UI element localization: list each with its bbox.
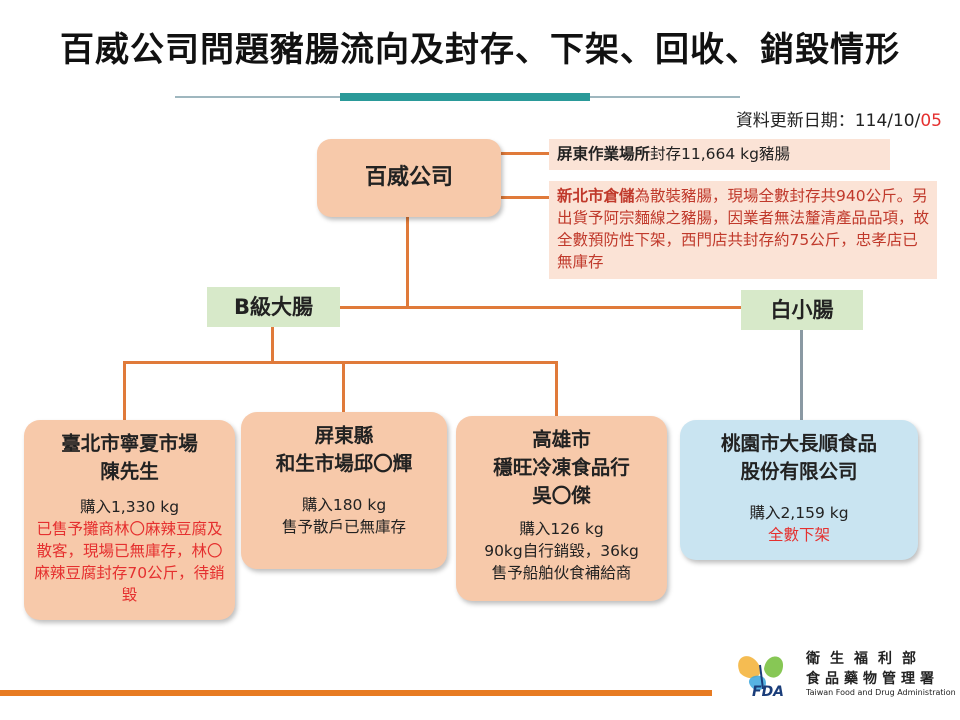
note-new-taipei-warehouse: 新北市倉儲為散裝豬腸，現場全數封存共940公斤。另出貨予阿宗麵線之豬腸，因業者無… xyxy=(549,181,937,279)
update-date: 資料更新日期：114/10/05 xyxy=(736,106,942,131)
note-pingtung-site-label: 屏東作業場所 xyxy=(557,145,651,163)
node-name-line: 吳〇傑 xyxy=(532,484,591,507)
footer-bar xyxy=(0,690,712,696)
node-name-line: 臺北市寧夏市場 xyxy=(61,432,198,455)
node-name-line: 和生市場邱〇輝 xyxy=(275,452,413,475)
page-title: 百威公司問題豬腸流向及封存、下架、回收、銷毀情形 xyxy=(60,30,900,70)
title-divider-accent xyxy=(340,93,590,101)
note-pingtung-site: 屏東作業場所封存11,664 kg豬腸 xyxy=(549,139,890,170)
update-date-day: 05 xyxy=(920,111,942,131)
node-detail-line: 90kg自行銷毀，36kg xyxy=(484,542,639,560)
node-name-line: 穩旺冷凍食品行 xyxy=(493,456,630,479)
node-detail: 購入1,330 kg xyxy=(79,498,180,516)
node-detail-line: 購入180 kg xyxy=(301,496,387,514)
node-detail-line: 售予船舶伙食補給商 xyxy=(491,564,632,582)
connector-b-horizontal xyxy=(123,361,558,364)
connector-b-down xyxy=(271,327,274,363)
node-name-line: 高雄市 xyxy=(532,428,591,451)
node-detail-red: 全數下架 xyxy=(767,526,830,544)
note-pingtung-site-text: 封存11,664 kg豬腸 xyxy=(650,145,790,163)
node-pingtung-hesheng: 屏東縣 和生市場邱〇輝 購入180 kg 售予散戶已無庫存 xyxy=(241,412,447,569)
connector-leaf2 xyxy=(342,361,345,412)
node-name-line: 股份有限公司 xyxy=(740,460,858,483)
category-b-grade-intestine: B級大腸 xyxy=(207,287,340,327)
fda-cn-ministry: 衛生福利部 xyxy=(806,651,926,667)
connector-root-down xyxy=(406,217,409,309)
node-taoyuan-dachangshun: 桃園市大長順食品 股份有限公司 購入2,159 kg 全數下架 xyxy=(680,420,918,560)
node-detail-red: 已售予攤商林〇麻辣豆腐及散客，現場已無庫存，林〇麻辣豆腐封存70公斤，待銷毀 xyxy=(34,520,225,604)
connector-leaf4 xyxy=(800,330,803,420)
node-detail-line: 購入126 kg xyxy=(519,520,604,538)
fda-logo-icon xyxy=(738,656,784,691)
connector-root-note2 xyxy=(501,196,549,199)
node-name-line: 陳先生 xyxy=(100,460,159,483)
connector-leaf1 xyxy=(123,361,126,420)
node-kaohsiung-wenwang: 高雄市 穩旺冷凍食品行 吳〇傑 購入126 kg 90kg自行銷毀，36kg 售… xyxy=(456,416,667,601)
fda-en-name: Taiwan Food and Drug Administration xyxy=(806,688,956,697)
node-name-line: 桃園市大長順食品 xyxy=(720,432,877,455)
root-node-baiwei: 百威公司 xyxy=(317,139,501,217)
node-taipei-ningxia: 臺北市寧夏市場 陳先生 購入1,330 kg 已售予攤商林〇麻辣豆腐及散客，現場… xyxy=(24,420,235,620)
node-detail-line: 售予散戶已無庫存 xyxy=(281,518,406,536)
category-white-small-intestine: 白小腸 xyxy=(741,290,863,330)
fda-cn-agency: 食品藥物管理署 xyxy=(806,671,939,687)
fda-abbr: FDA xyxy=(752,684,785,700)
connector-leaf3 xyxy=(555,361,558,416)
node-name-line: 屏東縣 xyxy=(314,424,374,447)
note-new-taipei-label: 新北市倉儲 xyxy=(557,187,635,205)
note-new-taipei-text: 為散裝豬腸，現場全數封存共940公斤。另出貨予阿宗麵線之豬腸，因業者無法釐清產品… xyxy=(557,187,930,271)
update-date-label: 資料更新日期：114/10/ xyxy=(735,111,921,131)
connector-root-note1 xyxy=(501,152,549,155)
connector-horizontal-main xyxy=(340,306,741,309)
node-detail: 購入2,159 kg xyxy=(749,504,849,522)
